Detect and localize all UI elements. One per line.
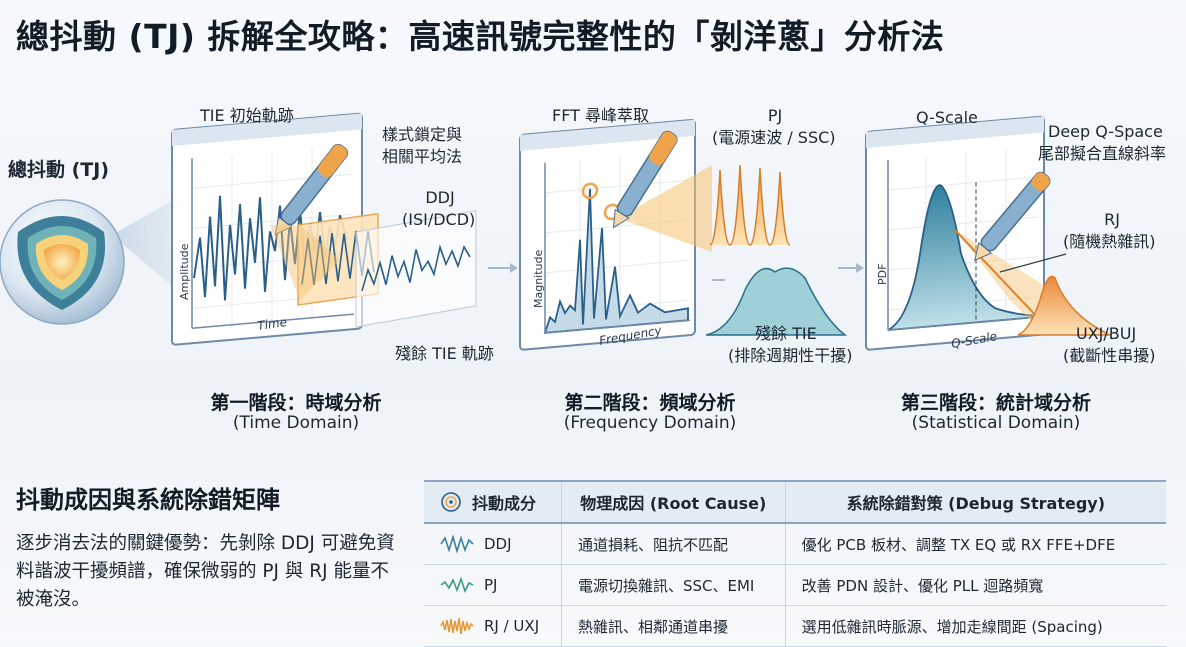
- rj-wave-icon: [440, 617, 474, 635]
- row-component-label: PJ: [484, 576, 498, 594]
- row-component: PJ: [424, 564, 562, 606]
- onion-label: 總抖動 (TJ): [8, 159, 110, 181]
- onion-sphere: [0, 199, 125, 325]
- pj-label-2: (電源速波 / SSC): [712, 128, 836, 147]
- stage1-top-label: TIE 初始軌跡: [200, 106, 294, 125]
- header-strategy: 系統除錯對策 (Debug Strategy): [784, 480, 1166, 524]
- table-row: PJ 電源切換雜訊、SSC、EMI 改善 PDN 設計、優化 PLL 迴路頻寬: [424, 564, 1166, 606]
- row-component-label: RJ / UXJ: [484, 617, 540, 635]
- page-title: 總抖動 (TJ) 拆解全攻略：高速訊號完整性的「剝洋蔥」分析法: [16, 17, 945, 56]
- ddj-wave-icon: [440, 534, 474, 554]
- row-cause: 電源切換雜訊、SSC、EMI: [561, 564, 786, 606]
- row-cause: 通道損耗、阻抗不匹配: [561, 523, 786, 565]
- pen-icon: [612, 130, 678, 229]
- stage2-y-axis: Magnitude: [532, 249, 545, 308]
- stage1-title: 第一階段：時域分析: [210, 392, 382, 414]
- row-component-label: DDJ: [484, 535, 512, 553]
- rj-label-1: RJ: [1104, 210, 1120, 229]
- stage3-subtitle: (Statistical Domain): [911, 413, 1081, 433]
- row-strategy: 優化 PCB 板材、調整 TX EQ 或 RX FFE+DFE: [784, 523, 1166, 565]
- pen-icon: [274, 143, 349, 236]
- stage2-title: 第二階段：頻域分析: [564, 392, 736, 414]
- stage2-top-label: FFT 尋峰萃取: [552, 106, 649, 125]
- rj-pointer: [999, 253, 1067, 273]
- row-strategy: 改善 PDN 設計、優化 PLL 迴路頻寬: [784, 564, 1166, 606]
- table-row: RJ / UXJ 熱雜訊、相鄰通道串擾 選用低雜訊時脈源、增加走線間距 (Spa…: [424, 605, 1166, 647]
- pj-spikes: [709, 164, 791, 246]
- pen1-label-2: 相關平均法: [382, 147, 463, 166]
- matrix-title: 抖動成因與系統除錯矩陣: [16, 486, 280, 514]
- stage3-y-axis: PDF: [876, 264, 889, 285]
- stage1-subtitle: (Time Domain): [232, 413, 360, 433]
- fit-line: [954, 229, 1041, 321]
- header-component-label: 抖動成分: [472, 494, 537, 513]
- target-icon: [441, 492, 461, 512]
- pen1-label-1: 樣式鎖定與: [382, 125, 463, 144]
- stage2-residual-label-1: 殘餘 TIE: [755, 324, 817, 343]
- stage1-residual-label: 殘餘 TIE 軌跡: [395, 344, 494, 363]
- stage3-window: [865, 115, 1045, 351]
- header-cause: 物理成因 (Root Cause): [561, 480, 786, 524]
- stage3-top-label: Q-Scale: [916, 108, 978, 127]
- row-component: DDJ: [424, 523, 562, 565]
- residual-distribution: [705, 267, 848, 336]
- pj-beam: [618, 165, 712, 252]
- pj-wave-icon: [440, 576, 474, 594]
- row-component: RJ / UXJ: [424, 605, 562, 647]
- matrix-description: 逐步消去法的關鍵優勢：先剝除 DDJ 可避免資料諧波干擾頻譜，確保微弱的 PJ …: [16, 533, 395, 610]
- stage2-subtitle: (Frequency Domain): [563, 413, 737, 433]
- stage2-residual-label-2: (排除週期性干擾): [728, 346, 853, 365]
- stage1-x-axis: Time: [256, 315, 287, 333]
- rj-label-2: (隨機熱雜訊): [1063, 232, 1156, 251]
- deep-q-label-1: Deep Q-Space: [1048, 122, 1163, 141]
- uxj-label-1: UXJ/BUJ: [1076, 324, 1137, 343]
- fft-spectrum: [543, 188, 689, 334]
- pj-label-1: PJ: [767, 106, 783, 125]
- ddj-label-2: (ISI/DCD): [402, 210, 476, 229]
- pen-icon: [973, 171, 1051, 262]
- tie-trace: [193, 195, 348, 301]
- deep-q-label-2: 尾部擬合直線斜率: [1038, 144, 1167, 163]
- pen-beam: [270, 225, 340, 300]
- stage1-y-axis: Amplitude: [178, 243, 191, 300]
- residual-tie-panel: [355, 210, 477, 328]
- uxj-tail: [1017, 275, 1111, 336]
- jitter-decomposition-diagram: Amplitude Time Magnitude Frequency: [0, 112, 1111, 351]
- debug-matrix-table: 抖動成分 物理成因 (Root Cause) 系統除錯對策 (Debug Str…: [424, 480, 1166, 647]
- table-row: DDJ 通道損耗、阻抗不匹配 優化 PCB 板材、調整 TX EQ 或 RX F…: [424, 523, 1166, 565]
- row-strategy: 選用低雜訊時脈源、增加走線間距 (Spacing): [784, 605, 1166, 647]
- uxj-label-2: (截斷性串擾): [1063, 346, 1156, 365]
- table-header-row: 抖動成分 物理成因 (Root Cause) 系統除錯對策 (Debug Str…: [424, 480, 1166, 524]
- pdf-curve: [887, 184, 1039, 331]
- row-cause: 熱雜訊、相鄰通道串擾: [561, 605, 786, 647]
- ddj-label-1: DDJ: [425, 188, 455, 207]
- header-component: 抖動成分: [424, 480, 562, 524]
- stage3-title: 第三階段：統計域分析: [900, 392, 1091, 414]
